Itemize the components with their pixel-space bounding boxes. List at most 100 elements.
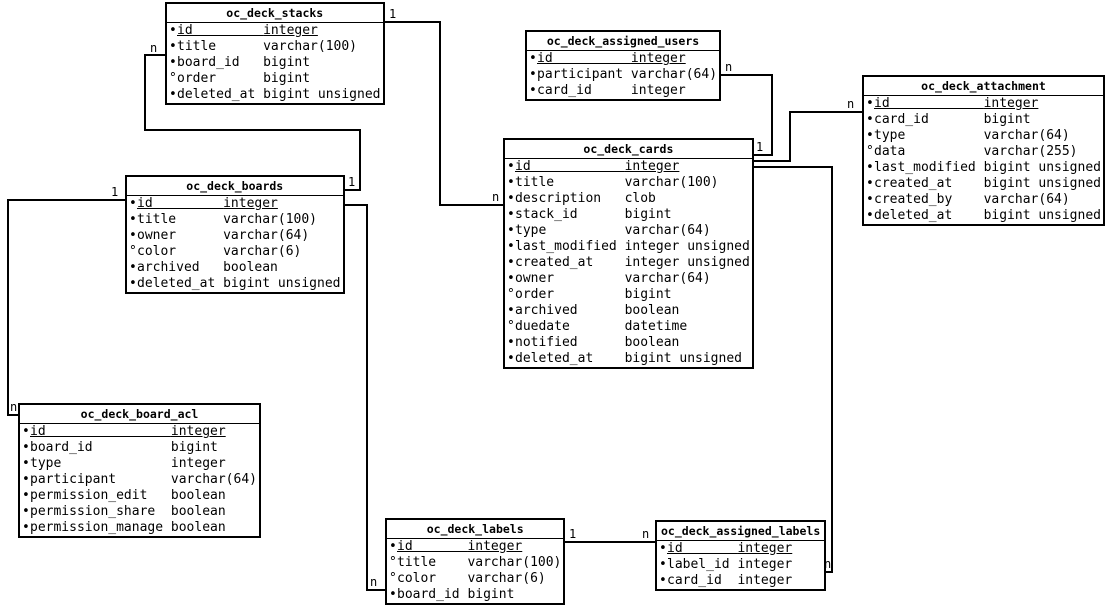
required-column-icon: • xyxy=(866,112,874,127)
required-column-icon: • xyxy=(507,191,515,206)
required-column-icon: • xyxy=(866,160,874,175)
column-row-type: •type integer xyxy=(20,456,259,472)
column-row-type: •type varchar(64) xyxy=(505,223,752,239)
required-column-icon: • xyxy=(507,239,515,254)
required-column-icon: • xyxy=(866,176,874,191)
column-row-archived: •archived boolean xyxy=(127,260,343,276)
table-title: oc_deck_attachment xyxy=(864,77,1103,96)
nullable-column-icon: ° xyxy=(507,287,515,302)
nullable-column-icon: ° xyxy=(389,555,397,570)
relationship-line-oc_deck_cards--oc_deck_attachment xyxy=(743,111,872,162)
required-column-icon: • xyxy=(866,192,874,207)
table-oc_deck_boards: oc_deck_boards•id integer•title varchar(… xyxy=(125,175,345,294)
column-name: title xyxy=(515,175,625,190)
nullable-column-icon: ° xyxy=(129,244,137,259)
column-type: boolean xyxy=(170,520,226,535)
column-row-title: •title varchar(100) xyxy=(167,39,383,55)
cardinality-label: 1 xyxy=(756,140,763,154)
column-row-label_id: •label_id integer xyxy=(657,557,824,573)
relationship-line-oc_deck_boards--oc_deck_labels xyxy=(335,204,395,591)
column-text: order bigint xyxy=(515,287,672,302)
required-column-icon: • xyxy=(529,51,537,66)
nullable-column-icon: ° xyxy=(507,319,515,334)
column-name: id xyxy=(874,96,984,111)
primary-key-column-text: id integer xyxy=(667,541,792,556)
column-name: label_id xyxy=(667,557,738,572)
column-name: order xyxy=(177,71,264,86)
required-column-icon: • xyxy=(129,228,137,243)
column-name: color xyxy=(137,244,224,259)
required-column-icon: • xyxy=(659,573,667,588)
table-title: oc_deck_assigned_labels xyxy=(657,522,825,541)
column-text: owner varchar(64) xyxy=(515,271,711,286)
column-row-data: °data varchar(255) xyxy=(864,144,1103,160)
column-text: archived boolean xyxy=(515,303,679,318)
table-title: oc_deck_board_acl xyxy=(20,405,259,424)
table-title: oc_deck_cards xyxy=(505,140,752,159)
table-oc_deck_attachment: oc_deck_attachment•id integer•card_id bi… xyxy=(862,75,1105,226)
column-text: deleted_at bigint unsigned xyxy=(137,276,341,291)
column-type: bigint xyxy=(263,71,311,86)
column-row-created_by: •created_by varchar(64) xyxy=(864,192,1103,208)
column-type: datetime xyxy=(624,319,688,334)
column-name: deleted_at xyxy=(874,208,984,223)
column-row-board_id: •board_id bigint xyxy=(387,587,563,603)
column-text: stack_id bigint xyxy=(515,207,672,222)
required-column-icon: • xyxy=(507,175,515,190)
cardinality-label: n xyxy=(642,527,649,541)
column-type: bigint xyxy=(263,55,311,70)
column-row-last_modified: •last_modified bigint unsigned xyxy=(864,160,1103,176)
column-name: duedate xyxy=(515,319,625,334)
column-row-color: °color varchar(6) xyxy=(387,571,563,587)
column-text: created_at bigint unsigned xyxy=(874,176,1101,191)
primary-key-column-text: id integer xyxy=(30,424,226,439)
column-text: permission_edit boolean xyxy=(30,488,226,503)
column-name: created_by xyxy=(874,192,984,207)
column-text: type varchar(64) xyxy=(515,223,711,238)
column-name: board_id xyxy=(397,587,468,602)
column-row-archived: •archived boolean xyxy=(505,303,752,319)
column-row-permission_manage: •permission_manage boolean xyxy=(20,520,259,536)
required-column-icon: • xyxy=(22,488,30,503)
cardinality-label: n xyxy=(847,97,854,111)
column-row-owner: •owner varchar(64) xyxy=(505,271,752,287)
column-type: varchar(100) xyxy=(223,212,318,227)
column-type: integer xyxy=(630,51,686,66)
column-type: varchar(6) xyxy=(223,244,302,259)
required-column-icon: • xyxy=(22,456,30,471)
required-column-icon: • xyxy=(169,23,177,38)
table-title: oc_deck_assigned_users xyxy=(527,32,720,51)
column-name: id xyxy=(397,539,468,554)
column-text: type varchar(64) xyxy=(874,128,1070,143)
column-type: varchar(64) xyxy=(624,223,711,238)
required-column-icon: • xyxy=(507,271,515,286)
column-row-participant: •participant varchar(64) xyxy=(20,472,259,488)
column-row-card_id: •card_id bigint xyxy=(864,112,1103,128)
relationship-line-oc_deck_cards--oc_deck_assigned_labels xyxy=(743,166,833,573)
column-text: last_modified bigint unsigned xyxy=(874,160,1101,175)
column-type: bigint unsigned xyxy=(223,276,341,291)
column-type: varchar(100) xyxy=(624,175,719,190)
column-name: board_id xyxy=(177,55,264,70)
column-type: integer unsigned xyxy=(624,239,750,254)
column-name: deleted_at xyxy=(515,351,625,366)
column-text: deleted_at bigint unsigned xyxy=(515,351,742,366)
column-name: created_at xyxy=(515,255,625,270)
column-type: varchar(100) xyxy=(263,39,358,54)
column-text: card_id integer xyxy=(667,573,792,588)
required-column-icon: • xyxy=(529,83,537,98)
cardinality-label: 1 xyxy=(389,7,396,21)
required-column-icon: • xyxy=(507,335,515,350)
primary-key-column-text: id integer xyxy=(397,539,522,554)
column-name: permission_edit xyxy=(30,488,171,503)
column-name: id xyxy=(667,541,738,556)
column-text: participant varchar(64) xyxy=(537,67,717,82)
column-text: title varchar(100) xyxy=(397,555,561,570)
required-column-icon: • xyxy=(507,351,515,366)
required-column-icon: • xyxy=(169,39,177,54)
nullable-column-icon: ° xyxy=(389,571,397,586)
column-type: bigint unsigned xyxy=(263,87,381,102)
required-column-icon: • xyxy=(659,557,667,572)
column-type: varchar(64) xyxy=(630,67,718,82)
column-name: id xyxy=(137,196,224,211)
